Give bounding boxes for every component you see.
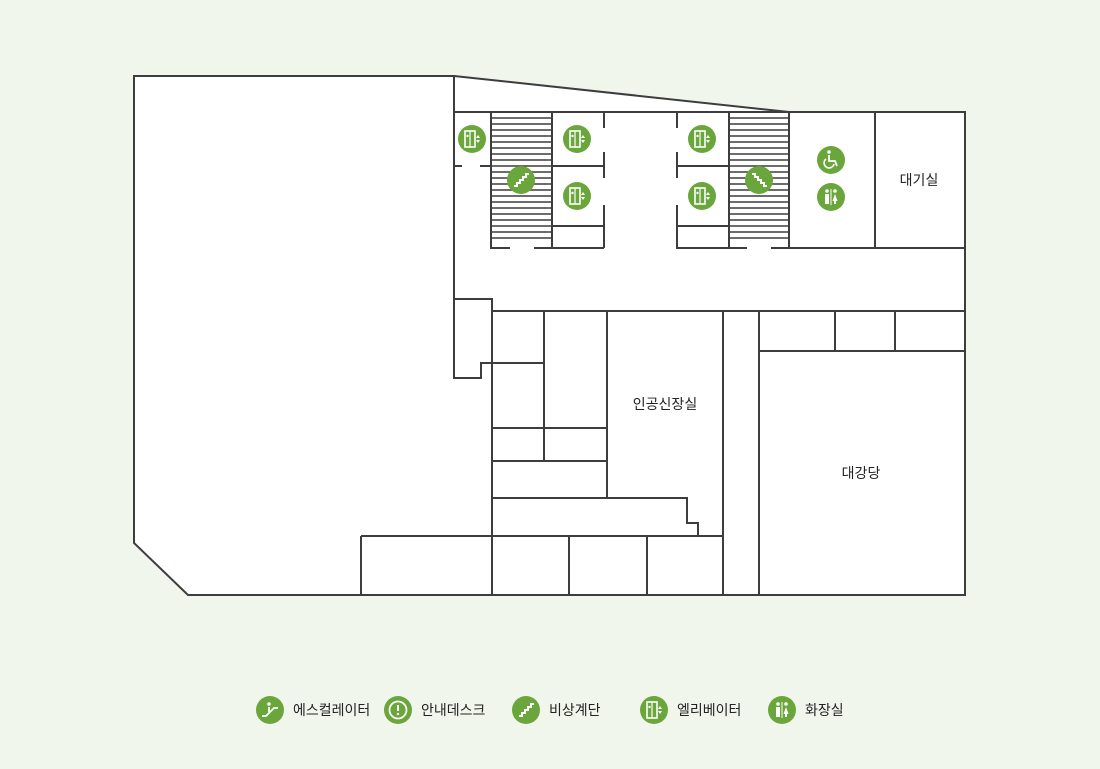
emergency-stairs-icon[interactable] xyxy=(744,165,774,195)
stair-treads-right xyxy=(729,117,789,239)
info-desk-icon xyxy=(384,696,412,724)
legend-label: 화장실 xyxy=(805,703,844,719)
legend-item-elevator: 엘리베이터 xyxy=(640,696,768,724)
legend-item-emergency-stairs: 비상계단 xyxy=(512,696,640,724)
elevator-icon[interactable] xyxy=(687,124,717,154)
legend-item-restroom: 화장실 xyxy=(768,696,844,724)
legend-label: 에스컬레이터 xyxy=(293,703,371,719)
legend-label: 안내데스크 xyxy=(421,703,486,719)
legend-label: 비상계단 xyxy=(549,703,601,719)
legend-item-info-desk: 안내데스크 xyxy=(384,696,512,724)
room-artificial-kidney[interactable]: 인공신장실 xyxy=(632,397,698,413)
escalator-icon xyxy=(256,696,284,724)
elevator-icon[interactable] xyxy=(562,124,592,154)
legend-label: 엘리베이터 xyxy=(677,703,742,719)
elevator-icon[interactable] xyxy=(687,181,717,211)
room-auditorium[interactable]: 대강당 xyxy=(841,466,881,482)
restroom-icon[interactable] xyxy=(816,182,846,212)
legend-item-escalator: 에스컬레이터 xyxy=(256,696,384,724)
wheelchair-icon[interactable] xyxy=(816,145,846,175)
map-legend: 에스컬레이터 안내데스크 비상계단 엘리베이터 화장실 xyxy=(256,696,844,724)
room-waiting-room[interactable]: 대기실 xyxy=(899,173,939,189)
restroom-icon xyxy=(768,696,796,724)
elevator-icon[interactable] xyxy=(457,124,487,154)
emergency-stairs-icon xyxy=(512,696,540,724)
elevator-icon[interactable] xyxy=(562,181,592,211)
emergency-stairs-icon[interactable] xyxy=(506,165,536,195)
stair-treads-left xyxy=(492,117,552,239)
building-outline xyxy=(133,75,966,596)
elevator-icon xyxy=(640,696,668,724)
